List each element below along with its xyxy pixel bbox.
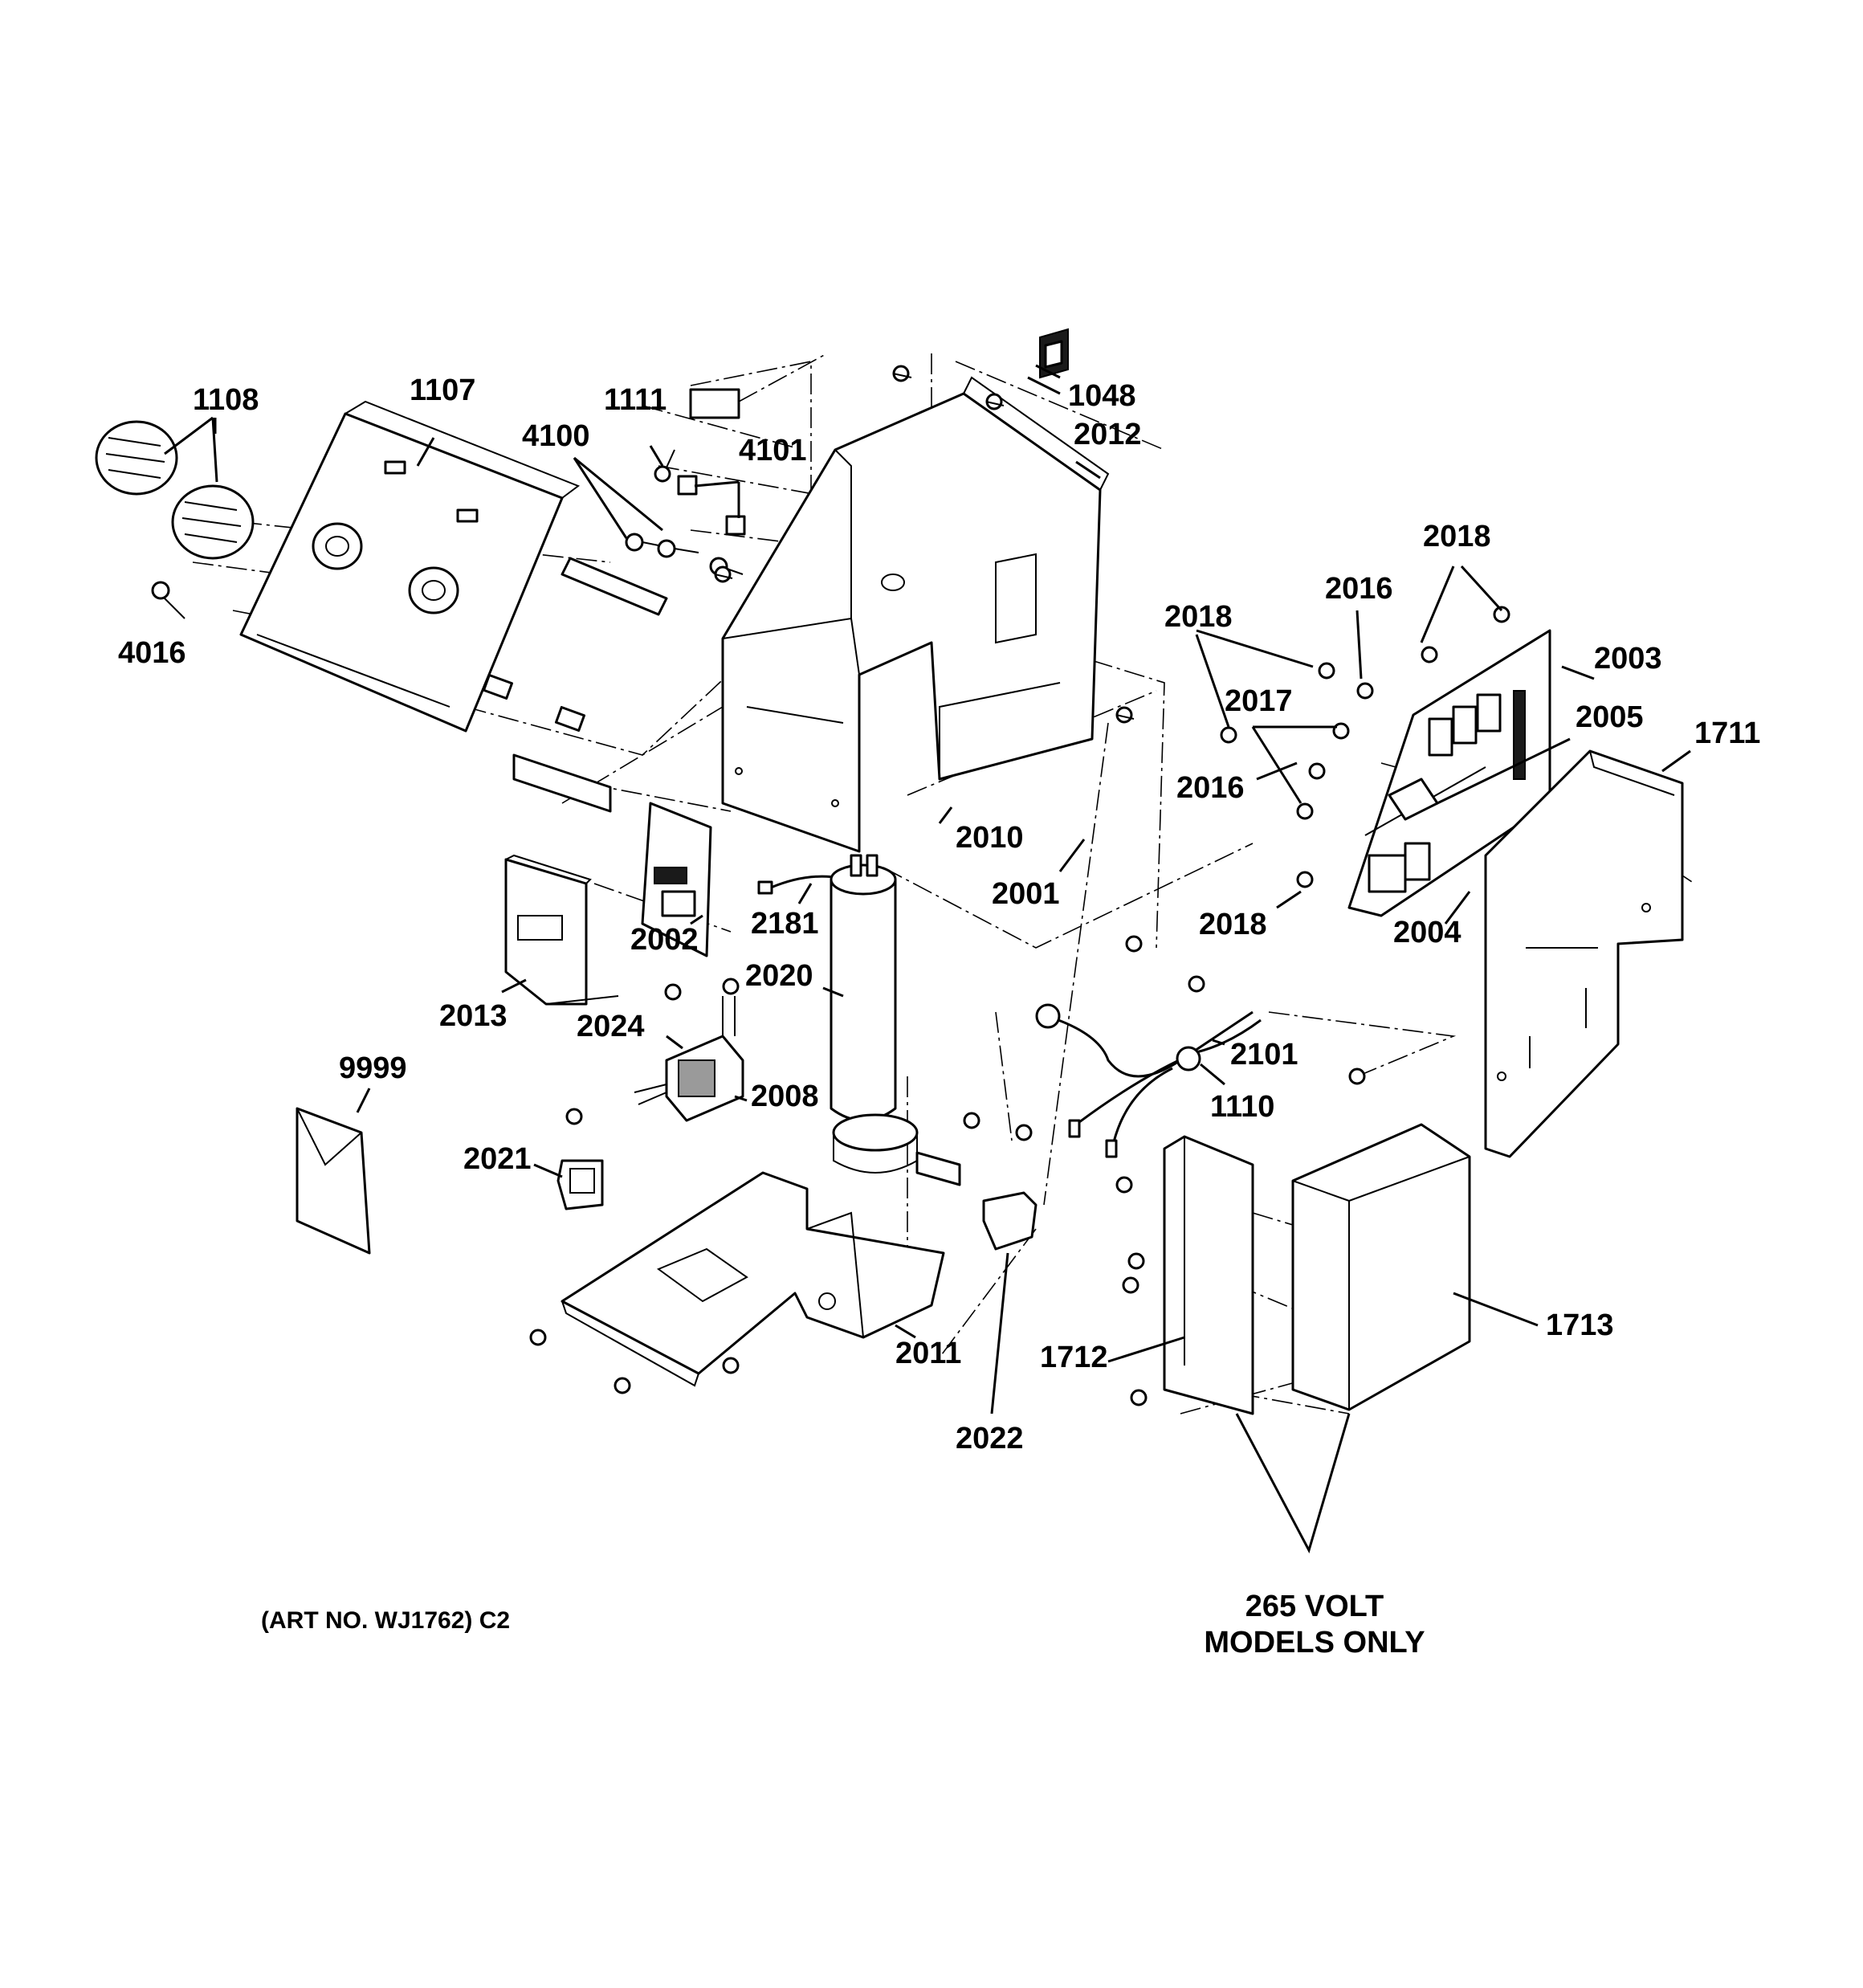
callout-1048: 1048 [1068,379,1136,413]
callout-1108: 1108 [193,383,259,417]
mounting-bars [482,388,740,813]
callout-1711: 1711 [1694,716,1760,750]
side-panel-1711 [1484,749,1684,1158]
callout-4100: 4100 [522,419,590,453]
enclosure-1713 [1291,1067,1471,1411]
voltage-note-line2: MODELS ONLY [1204,1626,1425,1659]
transformer-2024 [634,978,744,1122]
callout-2181: 2181 [751,907,819,941]
callout-2024: 2024 [577,1010,645,1043]
base-screws [529,1112,980,1394]
callout-1107: 1107 [410,374,475,407]
main-control-board [1347,629,1551,917]
callout-2004: 2004 [1393,916,1461,949]
voltage-note-line1: 265 VOLT [1245,1590,1384,1623]
manual-envelope-9999 [296,1107,371,1255]
relay-2022 [982,1124,1037,1251]
control-panel [239,400,581,733]
cover-1048 [1039,328,1069,379]
strap-2008 [832,1113,961,1186]
art-number: (ART NO. WJ1762) C2 [261,1607,510,1634]
bracket-2013 [504,854,619,1006]
callout-2018-left: 2018 [1164,600,1233,634]
control-box-housing [721,376,1110,853]
wire-harness [1035,935,1262,1158]
control-knobs [95,420,255,560]
callout-1111: 1111 [604,383,667,417]
board-standoffs [1220,606,1510,888]
callout-leader-lines [164,364,1691,1553]
callout-2013: 2013 [439,999,508,1033]
callout-4101: 4101 [739,434,807,467]
callout-2011: 2011 [895,1337,961,1370]
callout-2005: 2005 [1576,700,1644,734]
base-plate-2011 [561,1171,945,1387]
callout-2018-top: 2018 [1423,520,1491,553]
callout-1712: 1712 [1040,1341,1108,1374]
callout-2012: 2012 [1074,418,1142,451]
callout-2021: 2021 [463,1142,532,1176]
callout-2008: 2008 [751,1080,819,1113]
small-board-2002 [641,802,712,957]
housing-screws [714,365,1135,724]
callout-2018-bottom: 2018 [1199,908,1267,941]
callout-2022: 2022 [956,1422,1024,1455]
callout-9999: 9999 [339,1051,407,1085]
screw-4016 [151,581,185,619]
callout-1110: 1110 [1210,1090,1274,1124]
callout-labels: 1108 1107 1111 4100 4101 1048 2012 4016 … [118,374,1760,1455]
callout-2016-bottom: 2016 [1176,771,1245,805]
callout-2101: 2101 [1230,1038,1298,1072]
callout-2003: 2003 [1594,642,1662,676]
callout-2002: 2002 [630,923,699,957]
callout-2001: 2001 [992,877,1060,911]
callout-1713: 1713 [1546,1308,1614,1342]
callout-2020: 2020 [745,959,813,993]
bracket-1712 [1115,1135,1254,1415]
callout-4016: 4016 [118,636,186,670]
callout-2010: 2010 [956,821,1024,855]
callout-2016-top: 2016 [1325,572,1393,606]
capacitor-2020 [830,854,897,1122]
small-fasteners [625,449,815,576]
callout-2017: 2017 [1225,684,1293,718]
diagram-notes: 265 VOLT MODELS ONLY (ART NO. WJ1762) C2 [261,1590,1425,1659]
relay-2021 [556,1108,604,1210]
